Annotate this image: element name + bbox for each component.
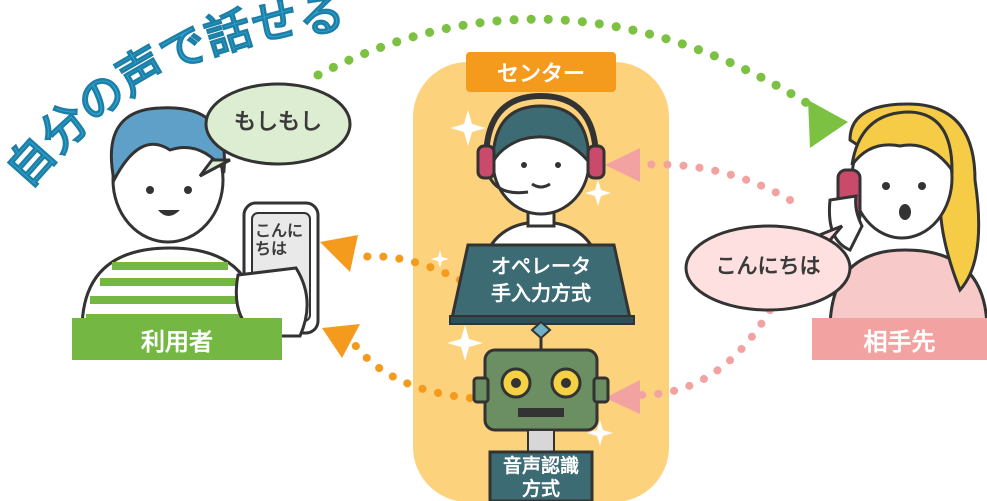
operator-laptop: [449, 243, 635, 325]
user-illustration: [80, 106, 320, 338]
phone-screen-text: こんにちは: [255, 221, 304, 259]
user-speech-text: もしもし: [233, 110, 322, 135]
operator-method-line1: オペレータ: [491, 254, 591, 278]
partner-illustration: [827, 102, 987, 332]
center-label: センター: [496, 62, 585, 87]
sparkle-icon: [587, 420, 613, 446]
sparkle-icon: [431, 250, 449, 268]
user-speech-bubble: [198, 82, 352, 178]
orange-dotted-path-bottom: [351, 341, 474, 402]
partner-speech-bubble: [684, 224, 852, 312]
center-label-box: [466, 52, 616, 92]
orange-arrowhead-top: [320, 235, 358, 272]
user-label: 利用者: [141, 327, 213, 356]
robot-illustration: [472, 320, 610, 501]
orange-arrowhead-bottom: [322, 324, 360, 358]
pink-dotted-path-bottom: [636, 306, 774, 399]
pink-arrowhead-bottom: [605, 380, 640, 414]
pink-dotted-path-top: [636, 160, 794, 204]
partner-label: 相手先: [863, 327, 936, 356]
operator-method-line2: 手入力方式: [491, 281, 591, 305]
robot-method-line1: 音声認識: [502, 455, 579, 477]
user-label-box: [72, 318, 282, 360]
partner-speech-text: こんにちは: [715, 254, 821, 278]
robot-method-line2: 方式: [521, 478, 560, 500]
sparkle-icon: [450, 110, 486, 146]
green-dotted-arc: [313, 14, 815, 110]
partner-label-box: [812, 318, 987, 360]
sparkle-icon: [585, 180, 611, 206]
pink-arrowhead-top: [605, 148, 640, 182]
orange-dotted-path-top: [351, 252, 464, 284]
sparkle-icon: [447, 325, 483, 361]
green-arrowhead: [808, 100, 848, 148]
